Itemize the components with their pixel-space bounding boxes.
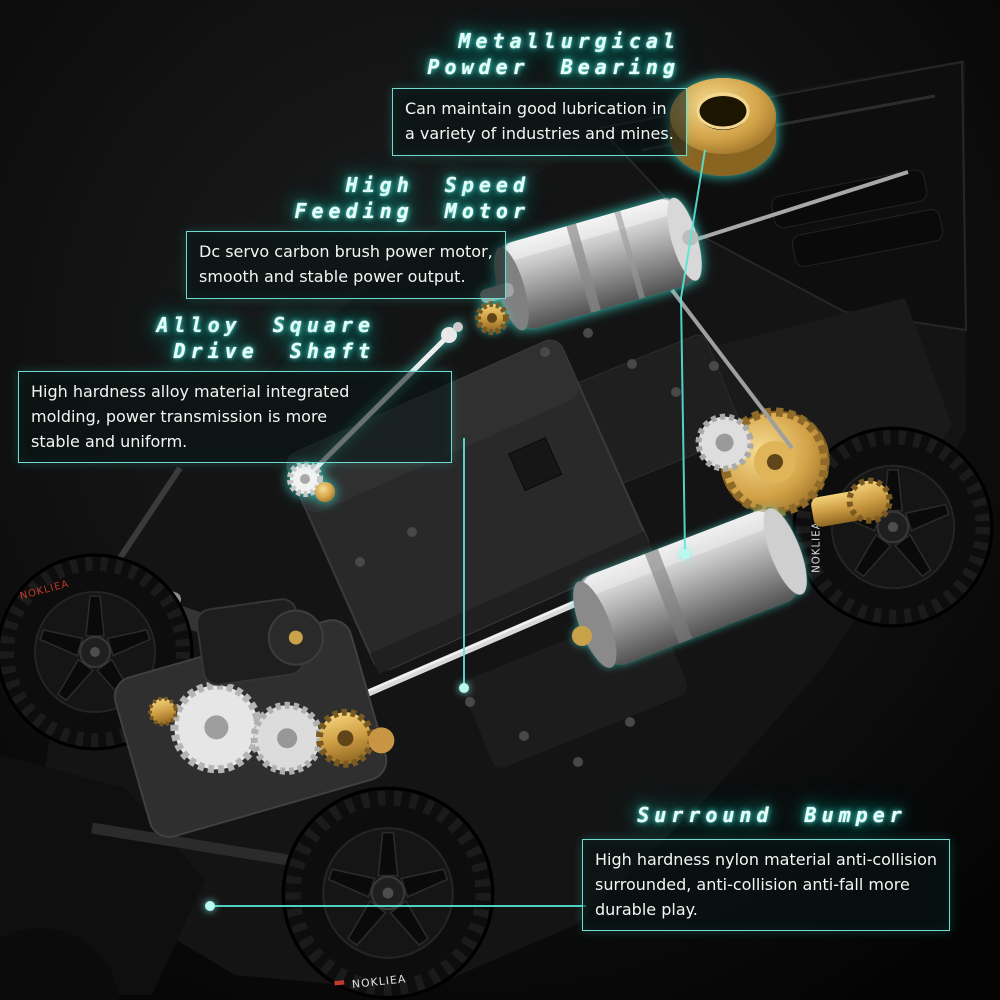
desc-line: molding, power transmission is more [31,406,328,426]
wheel-front-bottom: NOKLIEA [281,786,495,1000]
desc-line: Can maintain good lubrication in [405,99,667,118]
front-gearbox [113,619,395,838]
motor-title-line1: High Speed [345,173,530,197]
desc-line: smooth and stable power output. [199,266,466,286]
bumper-callout-description: High hardness nylon material anti-collis… [582,839,951,932]
desc-line: High hardness alloy material integrated [31,382,350,401]
front-motor [196,598,324,686]
desc-line: a variety of industries and mines. [405,123,674,143]
bumper-title-line1: Surround Bumper [637,803,907,827]
bumper-callout-title: Surround Bumper [602,802,942,828]
drive-shaft-callout-description: High hardness alloy material integrated … [18,371,452,464]
drive-shaft-title-line2: Drive Shaft [173,339,375,363]
tire-brand-text: NOKLIEA [812,521,823,573]
rim-spokes [39,595,151,702]
drive-shaft-callout-title: Alloy Square Drive Shaft [30,312,375,364]
bearing-callout-title: Metallurgical Powder Bearing [300,28,680,80]
motor-pinion-gear [475,301,509,335]
motor-callout-description: Dc servo carbon brush power motor, smoot… [186,231,506,299]
desc-line: durable play. [595,899,698,919]
drive-shaft-title-line1: Alloy Square [156,313,375,337]
desc-line: Dc servo carbon brush power motor, [199,242,493,261]
powder-bearing [670,78,776,176]
bearing-title-line1: Metallurgical [458,29,680,53]
wheel-partial [0,928,120,1000]
screws [355,328,719,767]
motor-shaft-lower [670,288,794,450]
desc-line: stable and uniform. [31,431,188,451]
rim-spokes [327,831,449,947]
motor-callout-title: High Speed Feeding Motor [190,172,530,224]
desc-line: High hardness nylon material anti-collis… [595,850,938,869]
desc-line: surrounded, anti-collision anti-fall mor… [595,874,910,894]
feeding-motor [480,197,702,331]
callout-connector-lines [210,149,706,907]
motor-title-line2: Feeding Motor [294,199,530,223]
tire-brand-text: NOKLIEA [351,972,407,991]
bearing-callout-description: Can maintain good lubrication in a varie… [392,88,687,156]
rear-differential-gears [695,407,893,527]
motor-shaft-upper [687,170,909,244]
bearing-title-line2: Powder Bearing [427,55,680,79]
callout-connector-dots [205,549,690,911]
main-motor [571,508,807,668]
